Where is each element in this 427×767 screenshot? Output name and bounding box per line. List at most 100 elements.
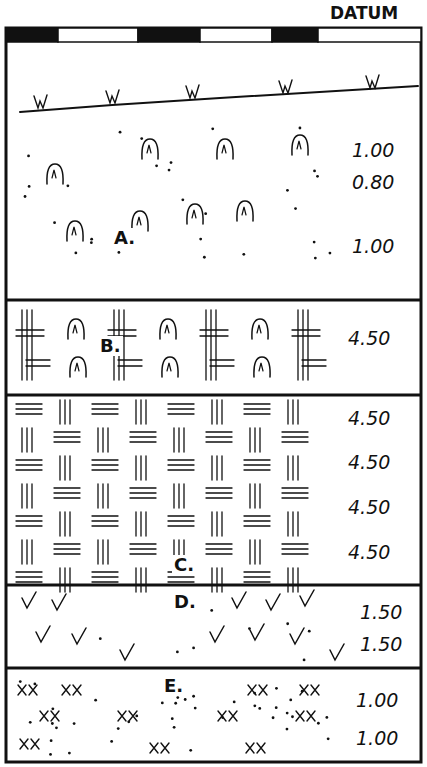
hatch-line [92, 581, 118, 582]
cross-symbol [31, 739, 39, 749]
arch-symbol [160, 319, 176, 339]
hatch-line [259, 484, 260, 508]
arch-symbol [167, 363, 171, 371]
grass-symbol [106, 90, 119, 103]
hatch-line [107, 540, 108, 564]
dot [135, 714, 138, 717]
dot [55, 726, 58, 729]
hatch-line [64, 400, 65, 424]
hatch-line [16, 413, 42, 414]
dot [33, 683, 36, 686]
hatch-line [130, 436, 156, 437]
hatch-line [206, 543, 232, 544]
thickness-value: 1.00 [354, 728, 400, 749]
hatch-line [168, 581, 194, 582]
tick-symbol [22, 592, 36, 608]
scale-bar [272, 28, 318, 42]
grass-symbol [279, 80, 292, 93]
hatch-line [102, 484, 103, 508]
hatch-line [21, 310, 22, 380]
hatch-line [92, 413, 118, 414]
dot [24, 195, 27, 198]
layer-boundary [6, 584, 421, 587]
hatch-line [307, 310, 308, 380]
hatch-line [183, 484, 184, 508]
hatch-line [26, 365, 50, 366]
hatch-line [297, 400, 298, 424]
hatch-line [145, 568, 146, 592]
arch-symbol [67, 221, 83, 241]
grass-symbol [186, 85, 199, 98]
dot [299, 127, 302, 130]
dot [317, 722, 320, 725]
hatch-line [130, 441, 156, 442]
hatch-line [259, 428, 260, 452]
hatch-line [249, 484, 250, 508]
dot [199, 238, 202, 241]
dot [316, 175, 319, 178]
layer-letter: A. [112, 228, 137, 248]
hatch-line [54, 543, 80, 544]
hatch-line [282, 431, 308, 432]
arch-symbol [147, 145, 151, 153]
dot [174, 702, 177, 705]
thickness-value: 4.50 [346, 497, 392, 518]
thickness-value: 1.00 [354, 690, 400, 711]
cross-symbol [18, 685, 26, 695]
hatch-line [92, 459, 118, 460]
scale-bar [58, 28, 138, 42]
ground-surface [20, 86, 418, 112]
hatch-line [282, 436, 308, 437]
hatch-line [16, 581, 42, 582]
hatch-line [302, 365, 326, 366]
hatch-line [97, 428, 98, 452]
dot [203, 256, 206, 259]
dot [66, 184, 69, 187]
hatch-line [102, 540, 103, 564]
dot [68, 752, 71, 755]
hatch-line [145, 512, 146, 536]
hatch-line [16, 403, 42, 404]
dot [50, 739, 53, 742]
hatch-line [130, 487, 156, 488]
hatch-line [16, 459, 42, 460]
hatch-line [31, 484, 32, 508]
hatch-line [31, 428, 32, 452]
dot [258, 707, 261, 710]
soil-layer-band: B.4.50 [8, 300, 419, 395]
cross-symbol [246, 743, 254, 753]
dot [189, 749, 192, 752]
dot [286, 189, 289, 192]
dot [192, 695, 195, 698]
hatch-line [135, 456, 136, 480]
hatch-line [244, 413, 270, 414]
hatch-line [282, 548, 308, 549]
hatch-line [92, 520, 118, 521]
tick-symbol [290, 628, 304, 644]
tick-symbol [52, 594, 66, 610]
hatch-line [211, 512, 212, 536]
grass-symbol [34, 95, 47, 108]
arch-symbol [222, 145, 226, 153]
dot [233, 701, 236, 704]
hatch-line [16, 464, 42, 465]
dot [313, 241, 316, 244]
dot [29, 721, 32, 724]
cross-symbol [311, 685, 319, 695]
cross-symbol [161, 743, 169, 753]
hatch-line [282, 487, 308, 488]
dot [170, 161, 173, 164]
hatch-line [206, 487, 232, 488]
dot [181, 198, 184, 201]
hatch-line [26, 540, 27, 564]
hatch-line [168, 576, 194, 577]
arch-symbol [142, 139, 158, 159]
hatch-line [254, 484, 255, 508]
arch-symbol [252, 319, 268, 339]
hatch-line [123, 310, 124, 380]
cross-symbol [150, 743, 158, 753]
thickness-value: 4.50 [346, 542, 392, 563]
dot [90, 241, 93, 244]
dot [74, 252, 77, 255]
thickness-value: 1.00 [350, 140, 396, 161]
